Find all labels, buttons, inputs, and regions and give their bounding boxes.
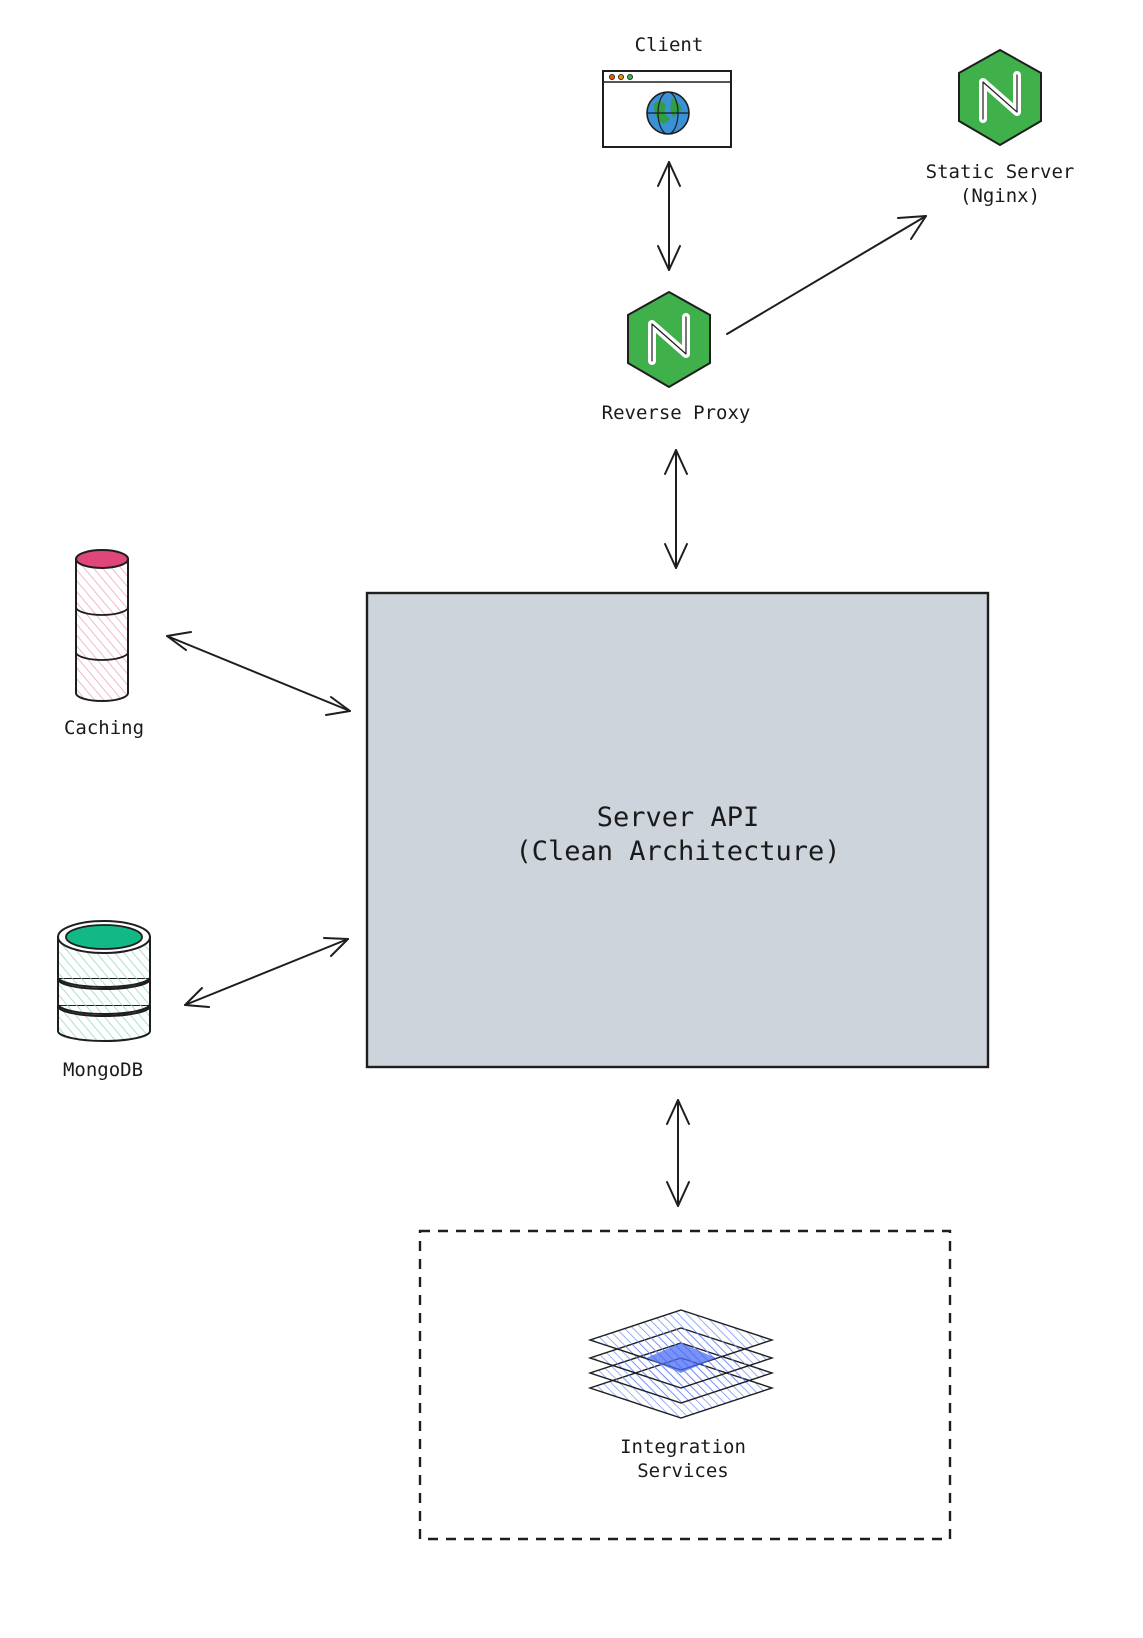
nginx-icon — [958, 48, 1042, 147]
static-server-label: Static Server — [926, 161, 1075, 183]
connector-proxy-static — [726, 215, 927, 335]
nginx-icon — [627, 290, 711, 389]
connector-mongodb-api — [184, 937, 349, 1008]
integration-sublabel: Services — [637, 1460, 729, 1482]
browser-globe-icon — [602, 70, 732, 148]
layers-icon — [587, 1309, 775, 1419]
integration-boundary — [418, 1229, 952, 1541]
reverse-proxy-node: Reverse Proxy — [602, 290, 751, 424]
client-label: Client — [635, 34, 704, 56]
server-api-node: Server API (Clean Architecture) — [365, 591, 990, 1069]
caching-node: Caching — [64, 549, 144, 739]
static-server-node: Static Server (Nginx) — [926, 48, 1075, 207]
server-api-title: Server API — [597, 802, 760, 833]
reverse-proxy-label: Reverse Proxy — [602, 402, 751, 424]
caching-label: Caching — [64, 717, 144, 739]
server-api-subtitle: (Clean Architecture) — [515, 836, 840, 867]
integration-label: Integration — [620, 1436, 746, 1458]
mongodb-label: MongoDB — [63, 1059, 143, 1081]
client-node: Client — [602, 34, 732, 148]
connector-client-proxy — [657, 161, 681, 271]
connector-api-integration — [666, 1099, 690, 1207]
connectors — [166, 161, 927, 1207]
connector-proxy-api — [664, 449, 688, 569]
static-server-sublabel: (Nginx) — [960, 185, 1040, 207]
connector-caching-api — [166, 631, 351, 716]
mongodb-node: MongoDB — [57, 920, 151, 1081]
cache-cylinder-icon — [75, 549, 129, 702]
server-api-box — [365, 591, 990, 1069]
database-icon — [57, 920, 151, 1042]
integration-services-node: Integration Services — [418, 1229, 952, 1541]
